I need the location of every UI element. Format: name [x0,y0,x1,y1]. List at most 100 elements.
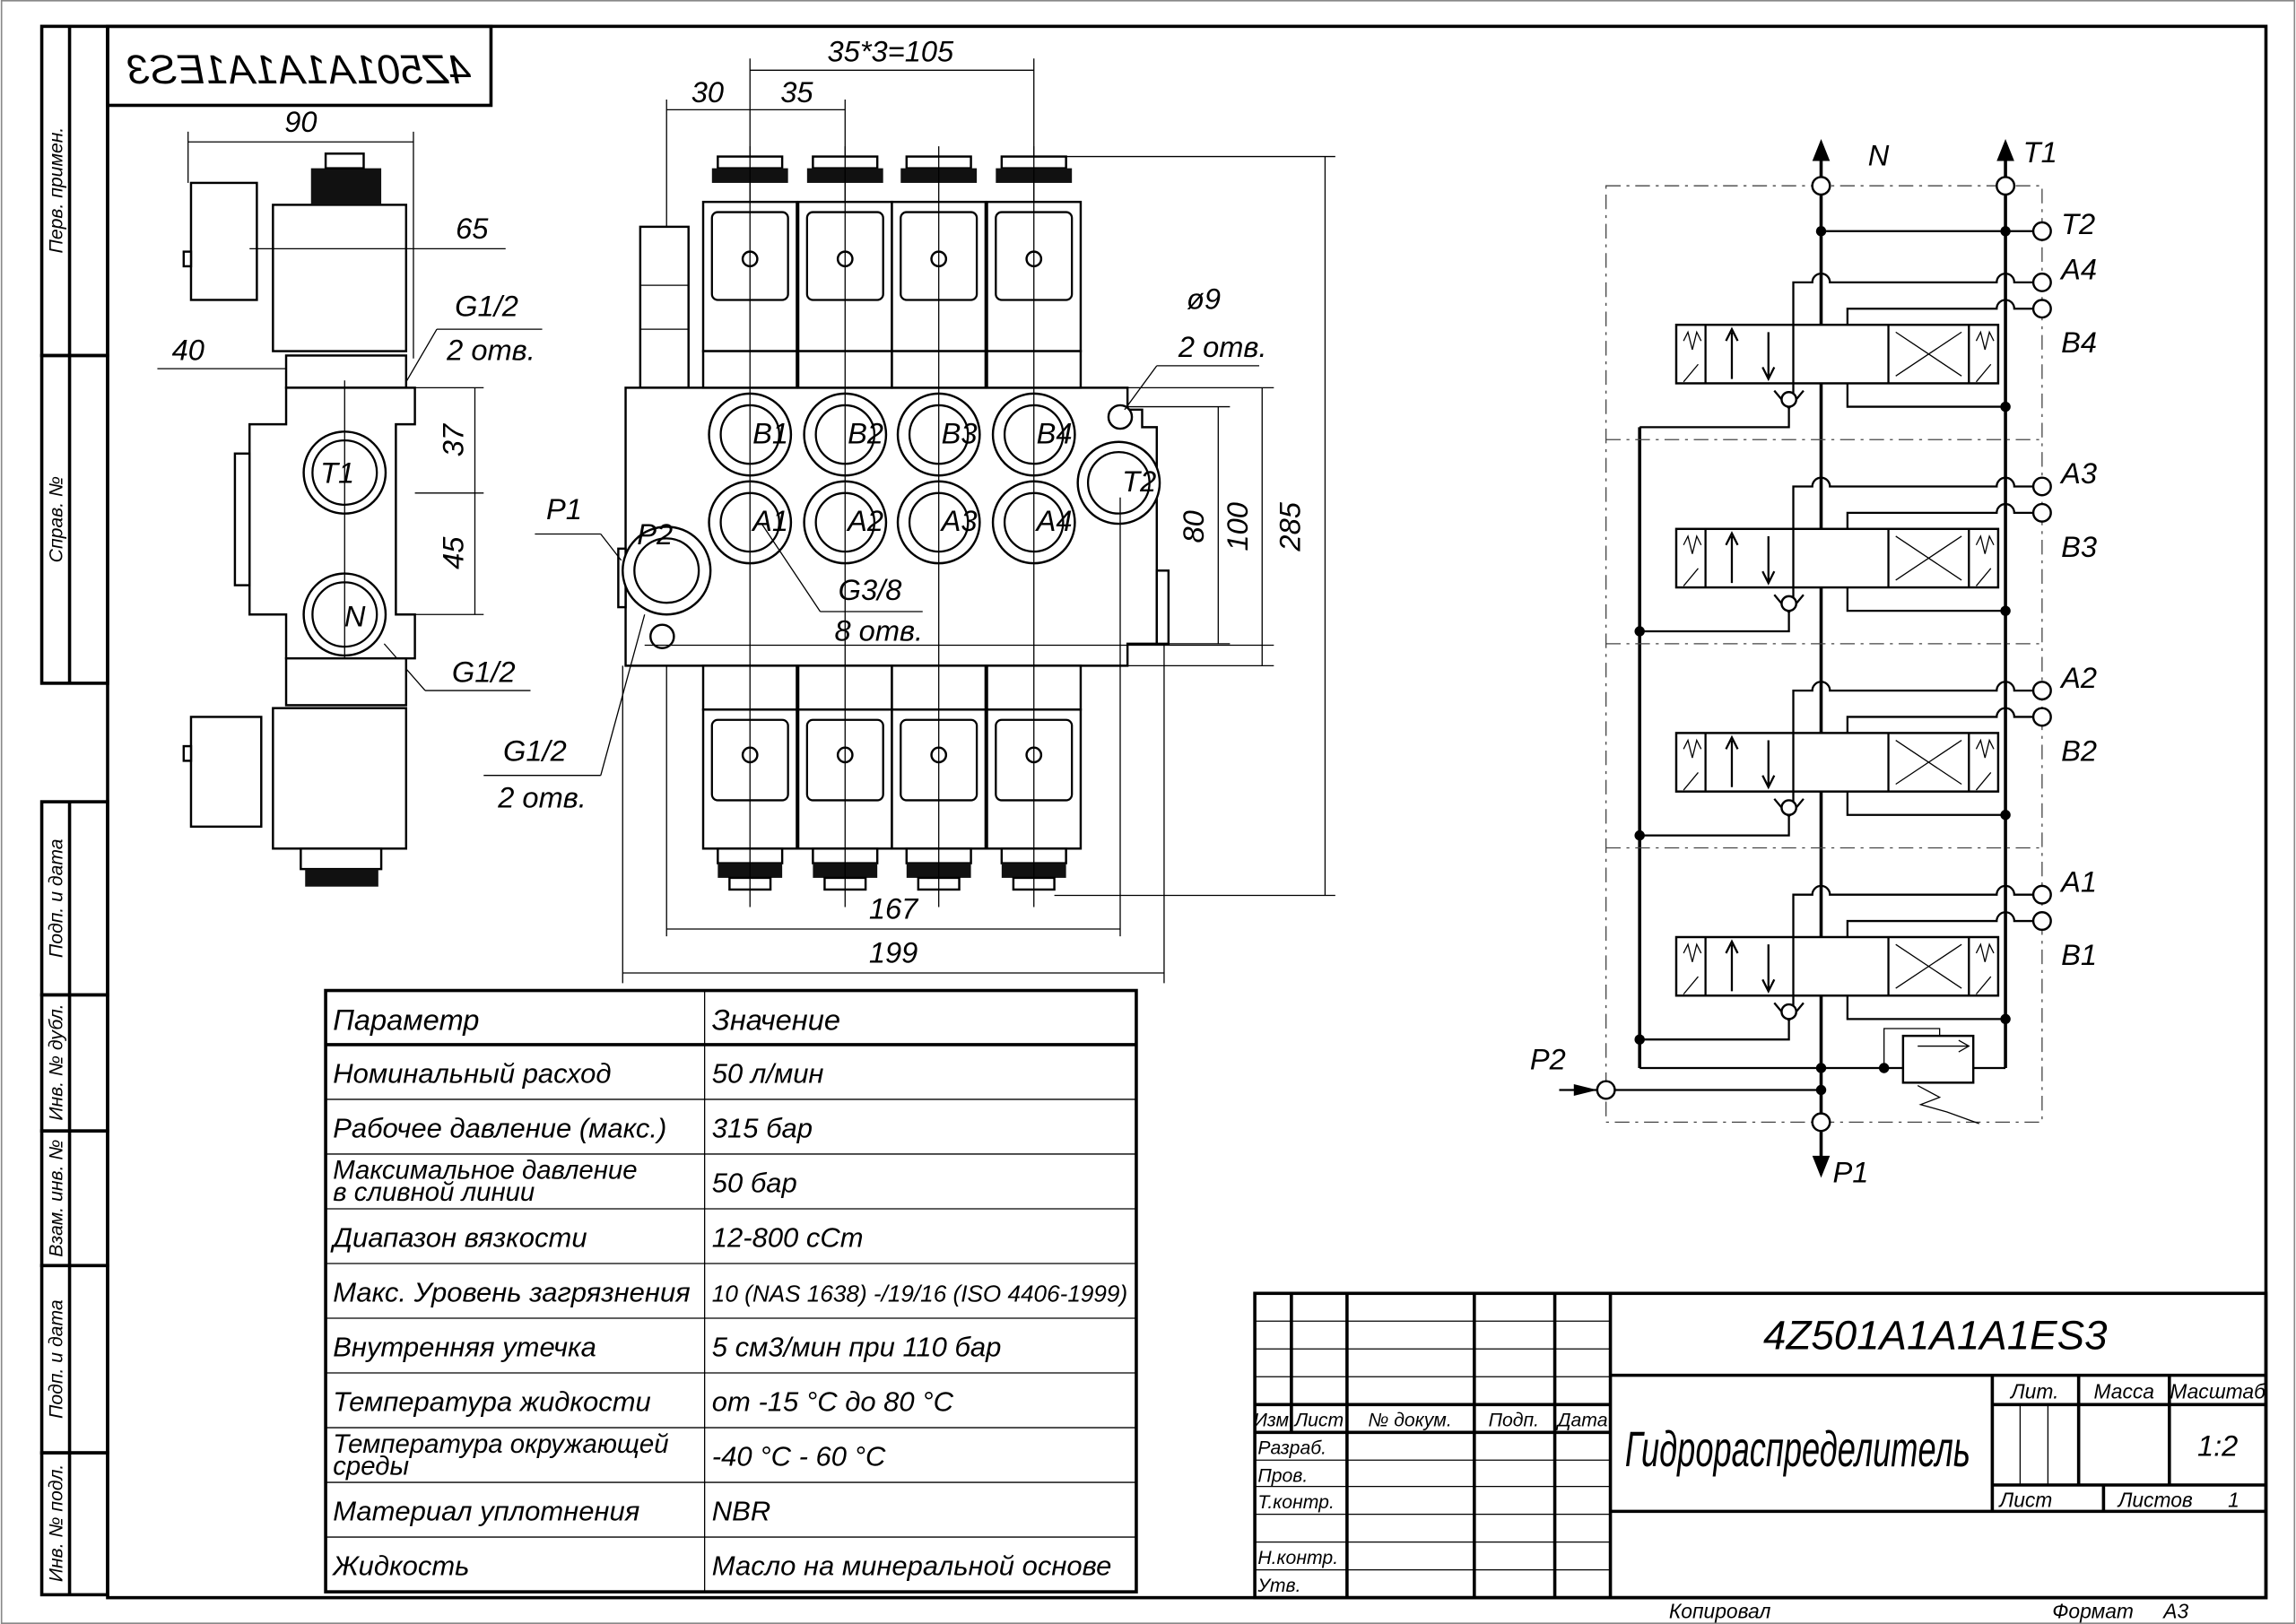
schematic-port-a-label: A4 [2059,253,2097,286]
lit-label: Лит. [2009,1380,2058,1403]
flow-arrow-icon [1725,326,1776,382]
strip-label: Подп. и дата [46,838,66,958]
mount-hole [649,623,675,649]
mass-label: Масса [2093,1380,2154,1403]
thread-qty: 2 отв. [446,333,535,366]
line-b [1846,502,2034,529]
line-a [1792,681,2034,734]
tank-return-line [1846,587,2006,612]
check-valve-ball [1780,799,1797,816]
directional-valve-symbol [1674,527,2000,589]
port-t2-circle [1076,440,1161,525]
sheets-label: Листов [2117,1488,2193,1511]
strip-label: Взам. инв. № [46,1140,66,1257]
sch-port-p1: P1 [1833,1155,1869,1188]
param-name: Материал уплотнения [333,1495,639,1526]
param-name: Жидкость [331,1550,469,1582]
dim-pitch-total: 35*3=105 [828,35,954,68]
flow-arrow-icon [1725,531,1776,586]
sch-port-t2: T2 [2061,207,2095,240]
table-header-param: Параметр [333,1003,479,1037]
boundary-dashed [1605,185,2043,1124]
junction-dot [1634,829,1645,841]
port-n-node [1811,176,1831,196]
port-b-label: B2 [848,416,883,449]
role-label: Н.контр. [1257,1548,1338,1568]
role-label: Разраб. [1257,1438,1326,1459]
top-connector [189,181,258,301]
param-name: Номинальный расход [333,1057,611,1089]
sch-port-n: N [1868,138,1890,171]
port-p1-node [1811,1112,1831,1133]
sch-port-t1: T1 [2023,135,2057,169]
tank-return-line [1846,383,2006,408]
param-value: Масло на минеральной основе [712,1550,1112,1582]
port-p2-label: P2 [637,517,673,551]
port-a-label: A2 [846,504,883,537]
cross-flow-icon [1895,943,1962,989]
col-header: № докум. [1368,1411,1451,1431]
title-block: 4Z501A1A1A1ES3 Гидрораспределитель Изм. … [1253,1291,2268,1622]
port-a-label: A4 [1035,504,1073,537]
relief-cartridge [639,225,690,389]
port-a-node [2031,681,2052,701]
port-p2-circle [622,525,712,616]
schematic-port-a-label: A3 [2059,456,2097,490]
cross-flow-icon [1895,331,1962,377]
port-a-node [2031,272,2052,292]
port-b-label: B3 [942,416,978,449]
sheet-label: Лист [1998,1488,2053,1511]
side-strip: Перв. примен. Справ. № Подп. и дата Инв.… [39,24,109,1597]
port-b-label: B4 [1037,416,1073,449]
port-b-label: B1 [752,416,788,449]
junction-dot [2000,401,2011,413]
junction-dot [1634,626,1645,637]
scale-value: 1:2 [2197,1429,2238,1462]
port-b-node [2031,502,2052,523]
thread-ports-label: G3/8 [839,573,902,606]
port-t2-label: T2 [1122,465,1156,498]
top-coil [272,204,408,352]
port-n-label: N [344,599,366,632]
param-name: Температура окружающей [333,1429,668,1459]
param-name: в сливной линии [333,1177,535,1207]
strip-label: Инв. № дубл. [46,1003,66,1120]
schematic-port-a-label: A2 [2059,661,2097,694]
tank-return-line [1846,995,2006,1020]
thread-label: G1/2 [455,289,518,322]
relief-valve-symbol [1901,1034,1975,1084]
param-value: 50 л/мин [712,1057,824,1089]
col-header: Подп. [1489,1411,1539,1431]
col-header: Дата [1556,1411,1608,1431]
param-name: Макс. Уровень загрязнения [333,1276,691,1307]
port-b-node [2031,911,2052,932]
junction-dot [2000,1013,2011,1025]
dim-100: 100 [1221,502,1254,551]
flow-arrow-icon [1725,734,1776,790]
dim-35: 35 [780,75,813,109]
directional-valve-symbol [1674,323,2000,385]
dim-80: 80 [1177,510,1210,543]
solenoid-icon [1683,976,1992,995]
port-a-node [2031,884,2052,905]
strip-label: Перв. примен. [46,127,66,254]
strip-label: Справ. № [46,476,66,562]
solenoid-icon [1683,363,1992,383]
thread-ports-qty: 8 отв. [834,614,923,647]
schematic-port-b-label: B4 [2061,326,2097,359]
port-t1-label: T1 [320,456,354,489]
spring-icon [1683,942,1995,962]
param-name: Рабочее давление (макс.) [333,1112,666,1143]
solenoid-icon [1683,568,1992,586]
directional-valve-symbol [1674,732,2000,793]
dim-90: 90 [284,105,317,138]
